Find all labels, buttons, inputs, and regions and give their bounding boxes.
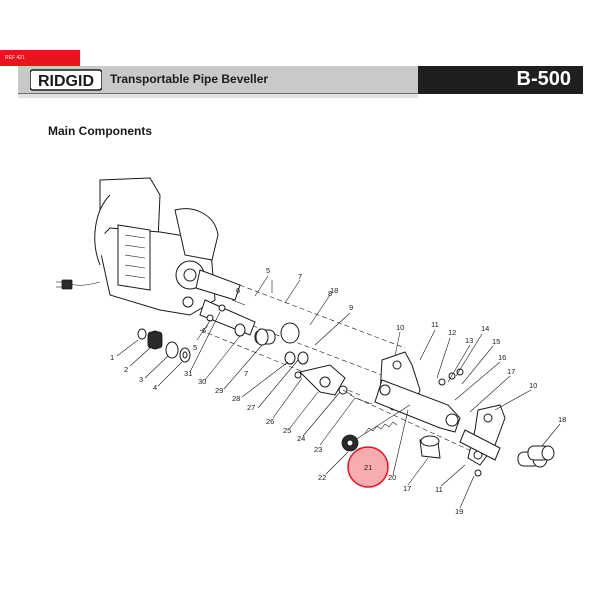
callout-7: 7 [298,272,302,281]
callout-8: 8 [328,289,332,298]
callout-9: 9 [349,303,353,312]
parts-centre-bracket [294,364,353,396]
parts-shaft-assembly [341,404,441,459]
callout-29: 29 [215,386,223,395]
callout-3: 3 [139,375,143,384]
callout-19: 19 [455,507,463,516]
callout-17: 17 [507,367,515,376]
ref-tag: REF 421 [0,50,80,66]
callout-11: 11 [431,320,439,329]
callout-18: 18 [330,286,338,295]
section-heading: Main Components [48,124,152,138]
motor-housing [94,177,256,336]
product-title: Transportable Pipe Beveller [110,72,269,86]
power-cord [56,279,101,290]
model-badge: B-500 [418,66,583,94]
callout-numbers: 1 2 3 4 5 5 6 6 7 7 8 9 10 10 11 11 12 1… [110,266,566,516]
callout-26: 26 [266,417,274,426]
callout-4: 4 [153,383,157,392]
callout-5b: 5 [193,343,197,352]
callout-22: 22 [318,473,326,482]
callout-17b: 17 [403,484,411,493]
callout-10: 10 [396,323,404,332]
callout-23: 23 [314,445,322,454]
callout-18b: 18 [558,415,566,424]
parts-right-bracket [459,404,555,477]
callout-15: 15 [492,337,500,346]
callout-30: 30 [198,377,206,386]
callout-12: 12 [448,328,456,337]
callout-24: 24 [297,434,305,443]
callout-7b: 7 [244,369,248,378]
parts-left-group [137,299,309,365]
callout-5: 5 [266,266,270,275]
callout-2: 2 [124,365,128,374]
callout-25: 25 [283,426,291,435]
callout-27: 27 [247,403,255,412]
callout-21: 21 [364,463,372,472]
callout-1: 1 [110,353,114,362]
brand-text: RIDGID [38,73,94,90]
header-shadow [18,94,418,98]
callout-11b: 11 [435,485,443,494]
callout-20: 20 [388,473,396,482]
callout-6b: 6 [202,326,206,335]
callout-10b: 10 [529,381,537,390]
parts-fasteners [354,368,464,405]
callout-6: 6 [236,286,240,295]
highlight-circle [347,446,389,488]
model-number: B-500 [516,68,571,90]
callout-13: 13 [465,336,473,345]
ridgid-logo: RIDGID [30,69,102,91]
parts-frame-plate [374,351,461,433]
callout-16: 16 [498,353,506,362]
callout-28: 28 [232,394,240,403]
callout-14: 14 [481,324,489,333]
leader-lines [116,275,561,509]
callout-31: 31 [184,369,192,378]
